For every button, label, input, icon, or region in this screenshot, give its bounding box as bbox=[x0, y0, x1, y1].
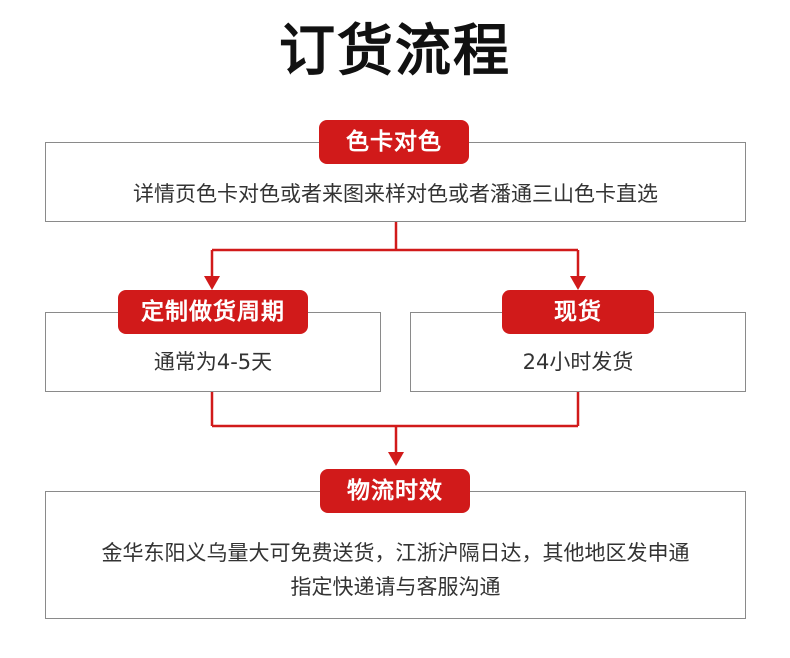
arrow-left-icon bbox=[204, 276, 220, 290]
custom-production-label: 定制做货周期 bbox=[118, 290, 308, 334]
logistics-text-line1: 金华东阳义乌量大可免费送货，江浙沪隔日达，其他地区发申通 bbox=[101, 541, 690, 565]
arrow-right-icon bbox=[570, 276, 586, 290]
color-match-label: 色卡对色 bbox=[319, 120, 469, 164]
logistics-label: 物流时效 bbox=[320, 469, 470, 513]
arrow-down-icon bbox=[388, 452, 404, 466]
page-title: 订货流程 bbox=[279, 19, 511, 84]
in-stock-label: 现货 bbox=[502, 290, 654, 334]
in-stock-text: 24小时发货 bbox=[522, 350, 634, 374]
custom-production-text: 通常为4-5天 bbox=[153, 350, 273, 374]
logistics-text-line2: 指定快递请与客服沟通 bbox=[290, 575, 501, 599]
color-match-text: 详情页色卡对色或者来图来样对色或者潘通三山色卡直选 bbox=[133, 182, 658, 206]
